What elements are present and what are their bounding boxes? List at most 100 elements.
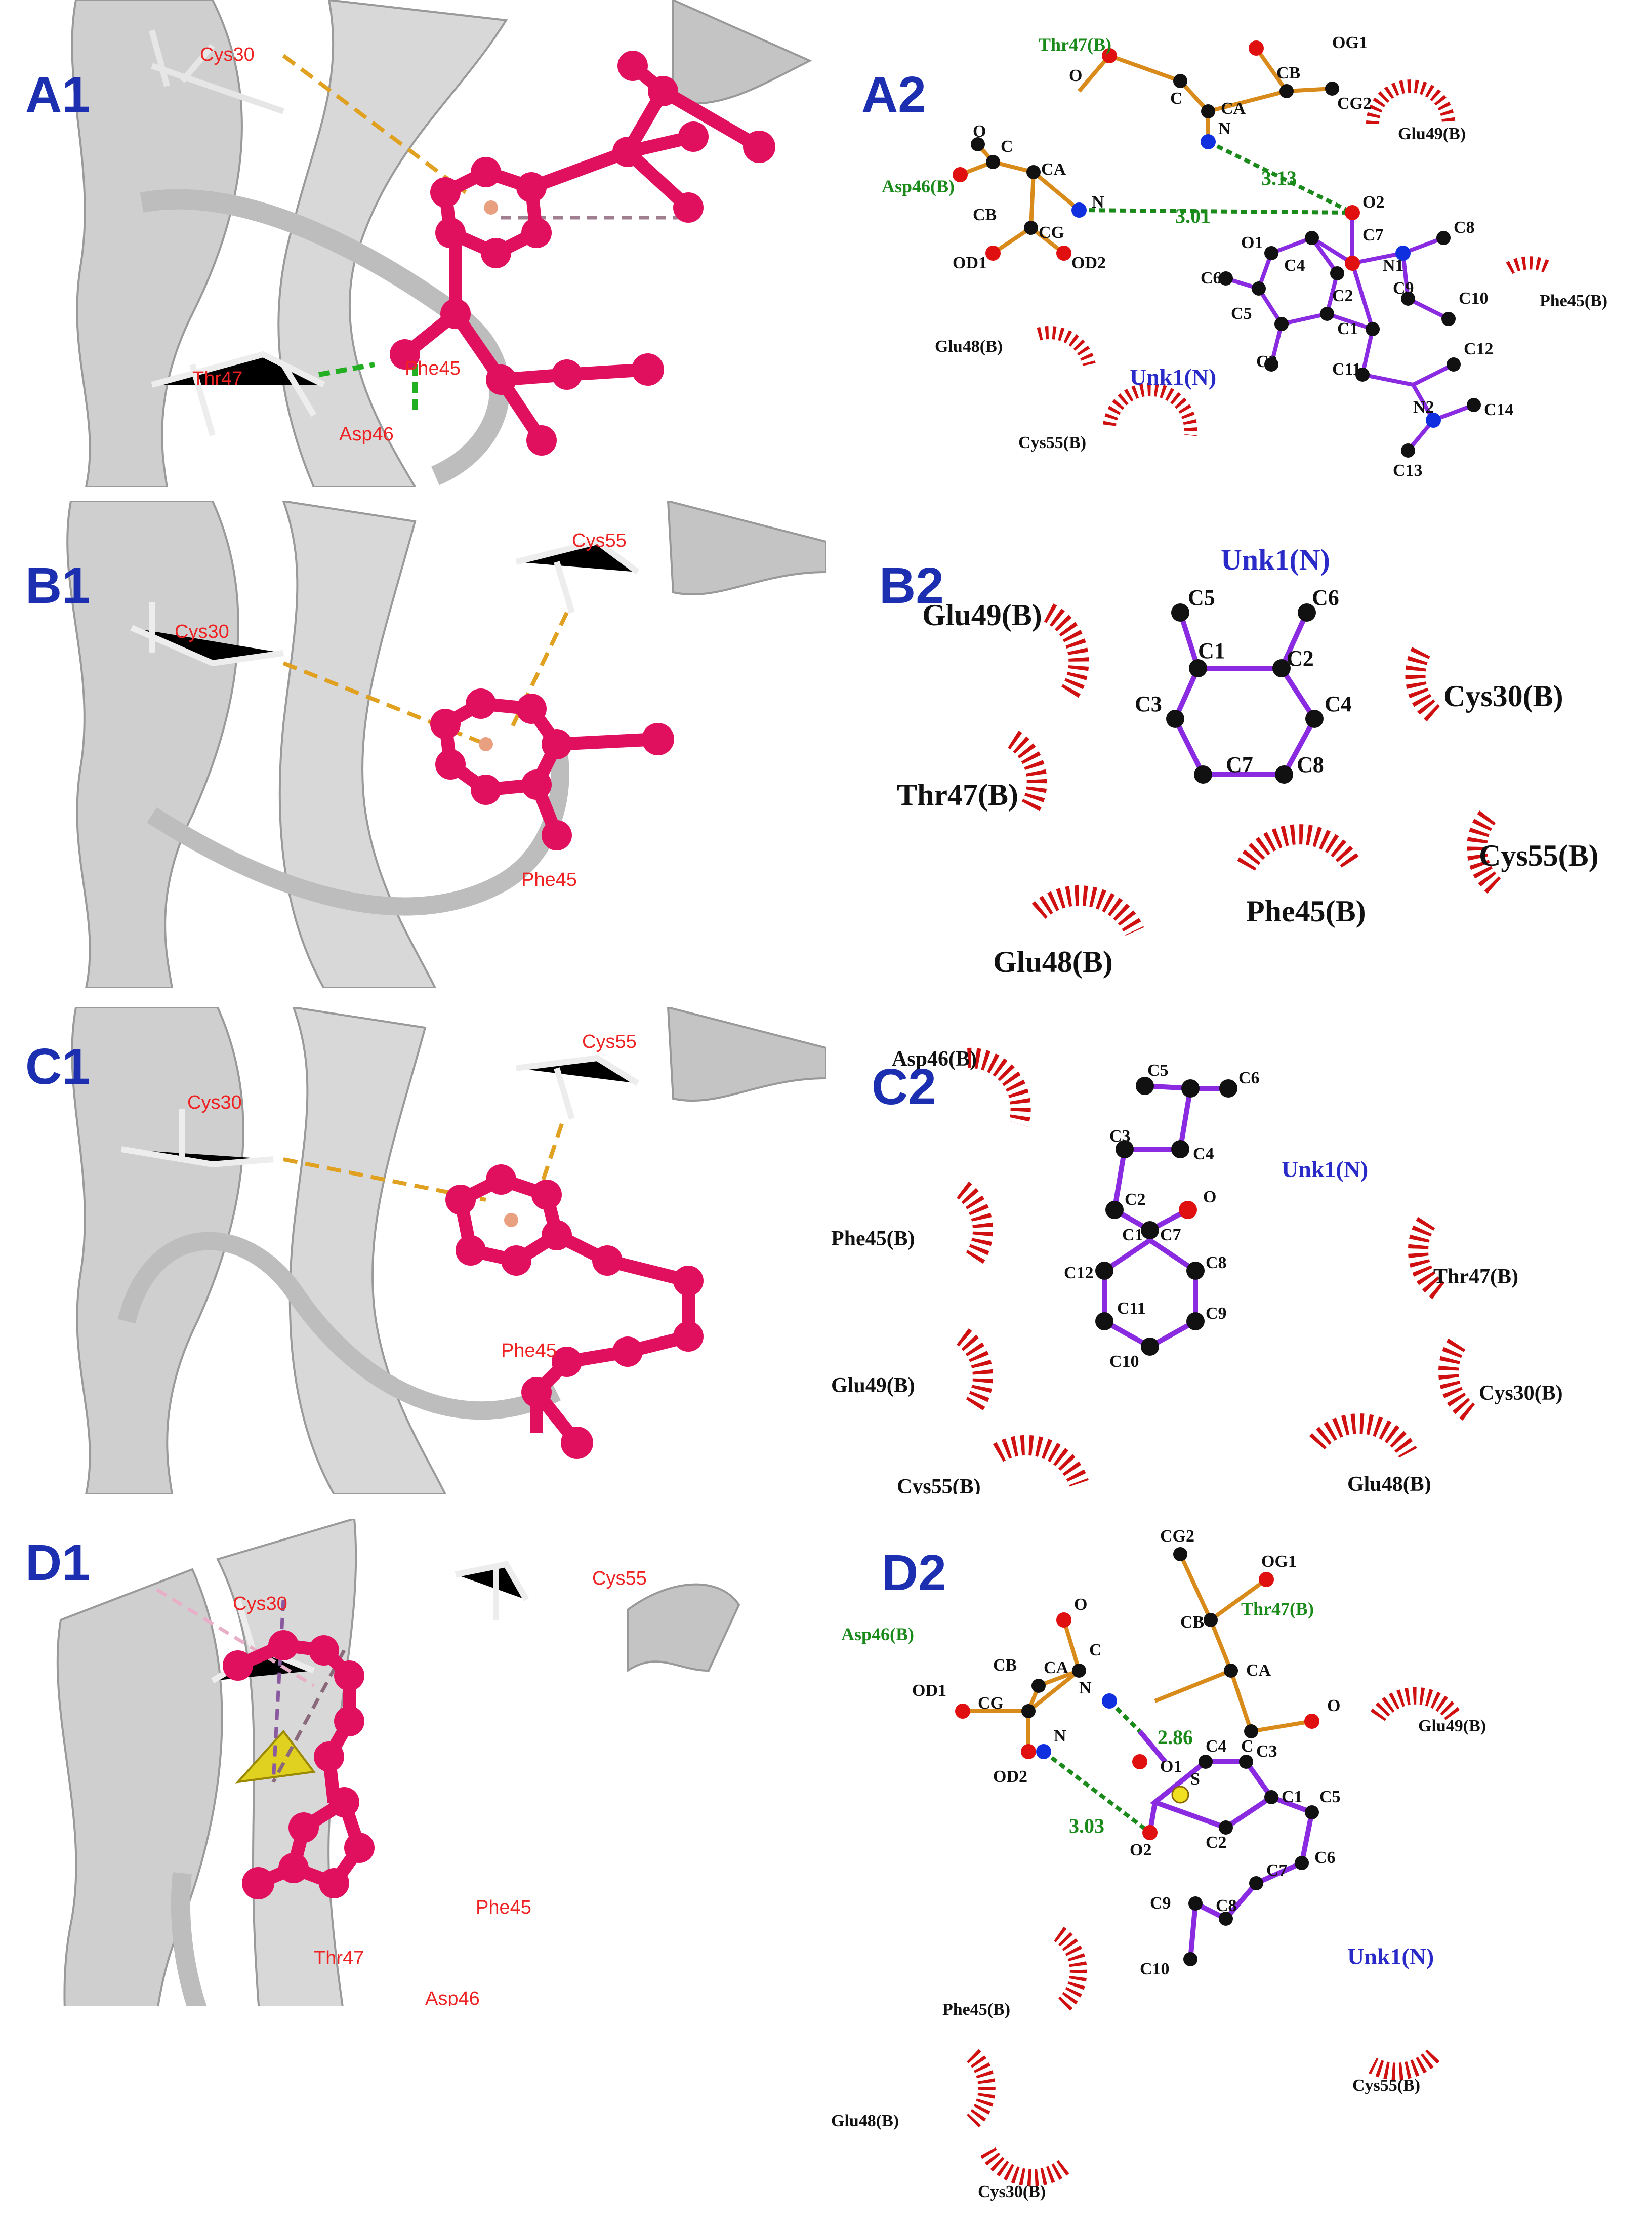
c2-cys55-label: Cys55(B) (897, 1475, 981, 1494)
b2-ligand-label: Unk1(N) (1221, 543, 1330, 576)
atom-label: C7 (1160, 1226, 1181, 1244)
atom-label: C1 (1282, 1788, 1303, 1806)
panel-label-c2: C2 (872, 1059, 936, 1115)
atom-label: C2 (1125, 1190, 1146, 1209)
atom-label: C9 (1150, 1894, 1171, 1913)
d2-phe45-label: Phe45(B) (942, 2000, 1010, 2019)
panel-b1-3d-view: B1 Cys55 Cys30 Phe45 (0, 501, 826, 988)
atom-label: CG2 (1160, 1527, 1194, 1546)
atom-label: C3 (1135, 692, 1162, 716)
panel-a1-3d-view: A1 Cys30 Phe45 Thr47 Asp46 (0, 0, 826, 487)
atom-label: C10 (1109, 1352, 1139, 1371)
atom-label: C6 (1314, 1848, 1336, 1867)
d1-ribbon-scene (56, 1519, 740, 2006)
atom-label: CG2 (1337, 94, 1372, 113)
atom-label: O2 (1362, 193, 1384, 212)
atom-label: O (1074, 1595, 1087, 1614)
c2-thr47-label: Thr47(B) (1433, 1265, 1518, 1288)
residue-label-cys55: Cys55 (572, 530, 627, 551)
panel-label-b2: B2 (879, 557, 944, 614)
c2-glu48-label: Glu48(B) (1347, 1473, 1431, 1494)
a2-glu49-label: Glu49(B) (1398, 125, 1466, 143)
b2-ligplot: Unk1(N) Glu49(B) Cys30(B) Thr47(B) Cys55… (897, 543, 1599, 979)
b1-residue-labels: Cys55 Cys30 Phe45 (175, 530, 627, 890)
panel-c2-2d-diagram: C2 Asp46(B) Phe45(B) (826, 1007, 1652, 1494)
atom-label: C (1001, 137, 1013, 156)
atom-label: OD2 (993, 1767, 1027, 1786)
atom-label: C11 (1117, 1299, 1146, 1318)
atom-label: CB (993, 1656, 1017, 1675)
d2-ligplot: Unk1(N) Thr47(B) Asp46(B) Glu49(B) Phe45… (831, 1527, 1486, 2201)
atom-label: C8 (1297, 752, 1324, 777)
atom-label: C9 (1393, 279, 1414, 298)
atom-label: C4 (1206, 1737, 1227, 1756)
atom-label: C10 (1459, 289, 1489, 308)
panel-d1-3d-view: D1 Cys55 Cys30 Phe45 Thr47 Asp46 (0, 1519, 826, 2006)
atom-label: C2 (1287, 646, 1314, 671)
atom-label: N (1054, 1727, 1066, 1746)
atom-label: C6 (1312, 585, 1339, 610)
b2-phe45-label: Phe45(B) (1246, 895, 1366, 928)
c2-ligplot: Asp46(B) Phe45(B) Thr47(B) Glu49(B) Cys3… (831, 1047, 1563, 1494)
atom-label: C2 (1332, 287, 1353, 305)
atom-label: CB (1180, 1613, 1204, 1632)
atom-label: C9 (1206, 1304, 1227, 1323)
d2-cys30-label: Cys30(B) (978, 2182, 1046, 2201)
panel-label-a1: A1 (25, 66, 90, 123)
hydrophobic-arcs (1037, 79, 1553, 436)
atom-label: CA (1044, 1658, 1069, 1677)
atom-label: C1 (1337, 319, 1358, 338)
residue-label-phe45: Phe45 (476, 1897, 531, 1918)
c1-ribbon-scene (71, 1007, 826, 1494)
atom-label: OG1 (1261, 1552, 1297, 1571)
a1-ribbon-scene (71, 0, 812, 487)
b2-thr47-label: Thr47(B) (897, 778, 1018, 812)
atom-label: C6 (1238, 1069, 1260, 1087)
atom-label: N1 (1383, 256, 1404, 275)
atom-label: C8 (1206, 1253, 1227, 1272)
b2-glu49-label: Glu49(B) (922, 598, 1042, 632)
atom-label: O (1069, 66, 1082, 85)
b2-cys30-label: Cys30(B) (1443, 679, 1563, 713)
a2-asp46-label: Asp46(B) (882, 176, 955, 196)
residue-label-cys55: Cys55 (582, 1031, 637, 1052)
atom-label: N (1092, 193, 1104, 212)
c2-cys30-label: Cys30(B) (1479, 1382, 1563, 1405)
residue-label-cys30: Cys30 (233, 1593, 287, 1614)
c2-ligand-label: Unk1(N) (1282, 1156, 1368, 1182)
atom-label: C10 (1140, 1960, 1170, 1978)
atom-label: C13 (1393, 461, 1423, 480)
a2-ligplot: Thr47(B) Asp46(B) Glu49(B) Phe45(B) Glu4… (882, 33, 1607, 480)
atom-label: S (1190, 1770, 1200, 1789)
a2-distance-2: 3.01 (1175, 205, 1211, 227)
a1-residue-labels: Cys30 Phe45 Thr47 Asp46 (192, 44, 461, 445)
c2-glu49-label: Glu49(B) (831, 1374, 915, 1397)
atom-label: OG1 (1332, 33, 1368, 52)
panel-d2-2d-diagram: D2 (826, 1519, 1652, 2229)
atom-label: N (1218, 119, 1231, 138)
atom-label: C (1170, 89, 1183, 108)
atom-label: OD1 (953, 254, 987, 272)
atom-label: C1 (1198, 638, 1225, 663)
atom-label: C5 (1188, 585, 1215, 610)
residue-label-thr47: Thr47 (192, 368, 242, 389)
atom-label: O2 (1130, 1841, 1151, 1859)
atom-label: O (1327, 1696, 1340, 1715)
residue-label-phe45: Phe45 (501, 1340, 557, 1361)
residue-label-thr47: Thr47 (314, 1948, 364, 1969)
b2-cys55-label: Cys55(B) (1479, 839, 1599, 872)
atom-label: C (1089, 1641, 1102, 1659)
atom-label: C12 (1464, 340, 1494, 358)
atom-label: C3 (1256, 1742, 1277, 1761)
residue-label-cys55: Cys55 (592, 1568, 647, 1589)
c1-residue-labels: Cys55 Cys30 Phe45 (187, 1031, 637, 1361)
panel-label-d2: D2 (882, 1545, 946, 1601)
atom-label: N2 (1413, 398, 1434, 417)
d2-glu49-label: Glu49(B) (1418, 1717, 1486, 1735)
atom-label: O (1203, 1188, 1216, 1206)
atom-label: C1 (1122, 1226, 1143, 1244)
atom-label: C14 (1484, 400, 1514, 419)
residue-label-cys30: Cys30 (175, 621, 229, 642)
d2-thr47-label: Thr47(B) (1241, 1599, 1314, 1619)
atom-label: N (1079, 1679, 1092, 1697)
